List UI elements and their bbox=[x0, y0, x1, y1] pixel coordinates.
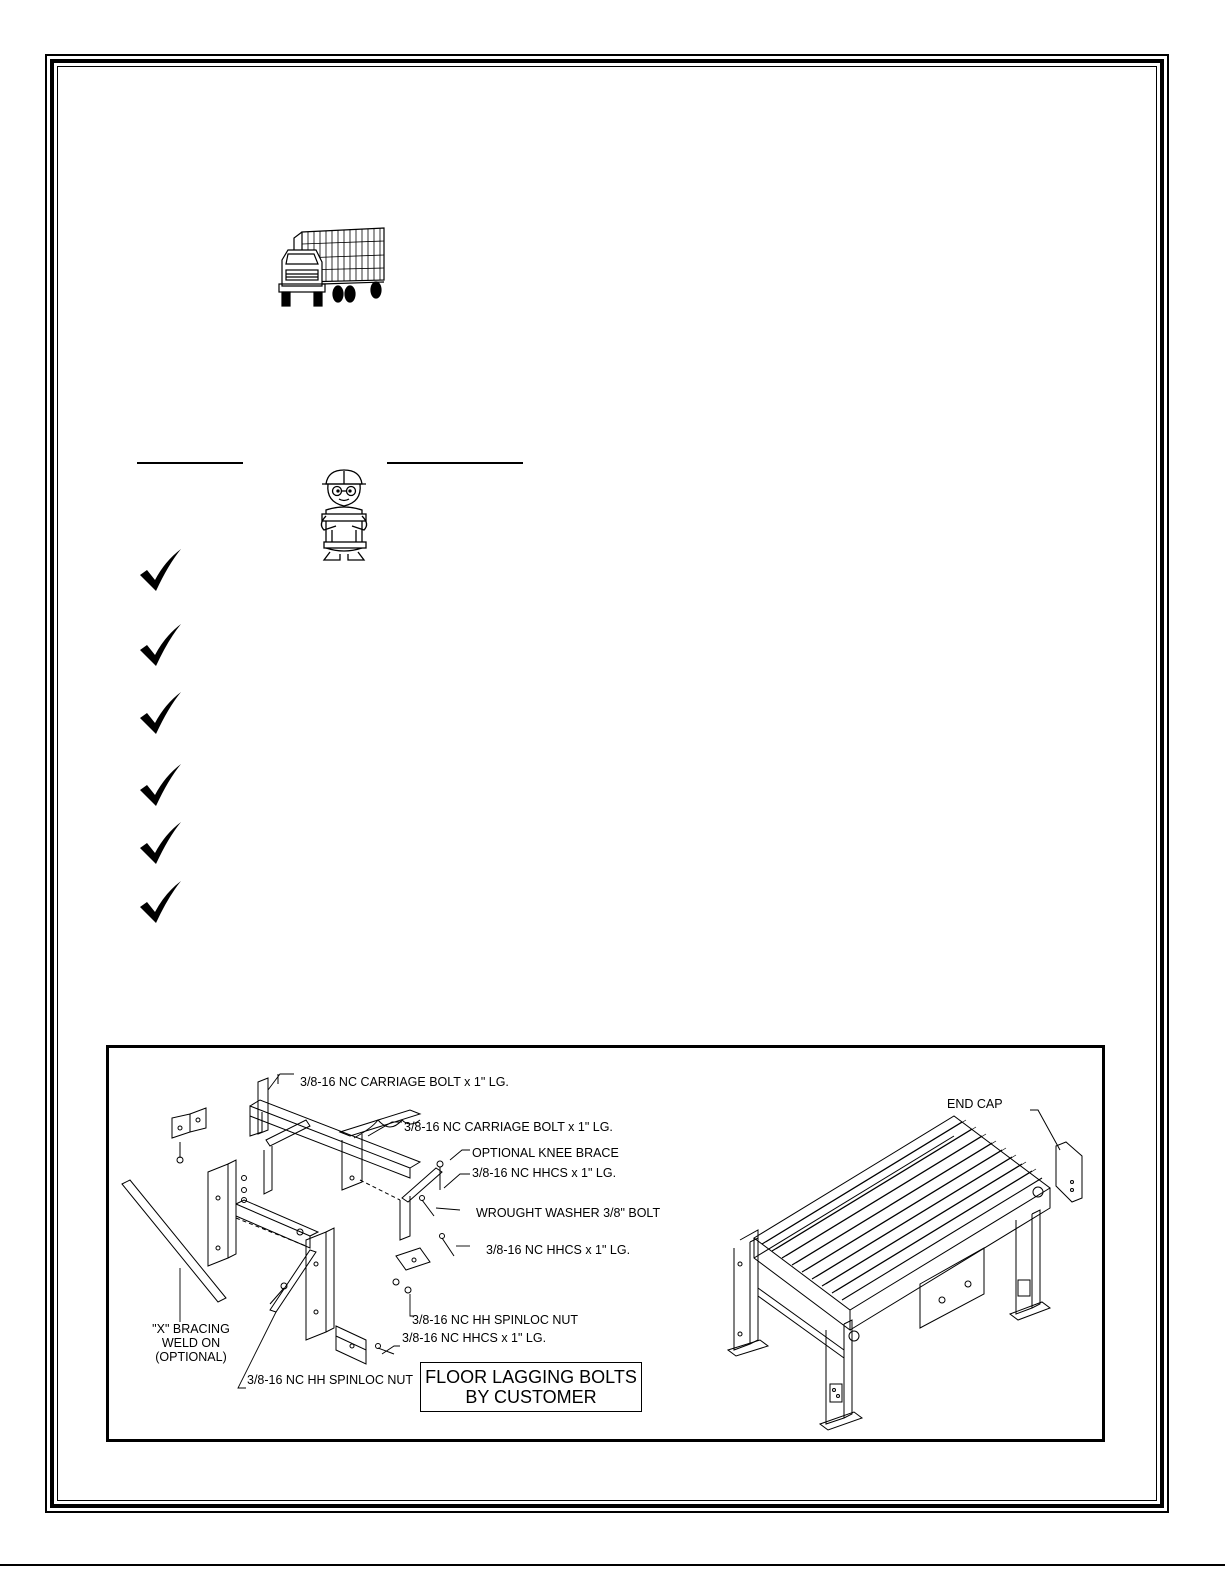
label-x-bracing-line1: "X" BRACING bbox=[152, 1322, 230, 1336]
exploded-support-drawing bbox=[121, 1073, 470, 1389]
label-carriage-bolt-second: 3/8-16 NC CARRIAGE BOLT x 1" LG. bbox=[404, 1120, 613, 1134]
label-spinloc-nut-2: 3/8-16 NC HH SPINLOC NUT bbox=[247, 1373, 414, 1387]
assembly-diagram bbox=[106, 1045, 1105, 1442]
checkmark-icon bbox=[140, 692, 181, 734]
floor-lagging-note: FLOOR LAGGING BOLTS BY CUSTOMER bbox=[420, 1362, 642, 1412]
conveyor-assembly-drawing bbox=[726, 1109, 1083, 1431]
label-hhcs-3: 3/8-16 NC HHCS x 1" LG. bbox=[402, 1331, 547, 1345]
checkmark-icon bbox=[140, 549, 181, 591]
page-frame-outer bbox=[45, 54, 1169, 1513]
label-x-bracing-line2: WELD ON bbox=[161, 1336, 221, 1350]
page-frame-inner bbox=[57, 66, 1157, 1501]
bottom-page-rule bbox=[0, 1564, 1225, 1566]
label-end-cap: END CAP bbox=[947, 1097, 1003, 1111]
checkmark-icon bbox=[140, 881, 181, 923]
checkmark-icon bbox=[140, 624, 181, 666]
label-knee-brace: OPTIONAL KNEE BRACE bbox=[472, 1146, 619, 1160]
label-carriage-bolt-top: 3/8-16 NC CARRIAGE BOLT x 1" LG. bbox=[300, 1075, 509, 1089]
worker-illustration bbox=[320, 469, 368, 561]
heading-underline-left bbox=[137, 462, 243, 464]
label-hhcs-2: 3/8-16 NC HHCS x 1" LG. bbox=[486, 1243, 631, 1257]
label-wrought-washer: WROUGHT WASHER 3/8" BOLT bbox=[476, 1206, 661, 1220]
checkmark-icon bbox=[140, 822, 181, 864]
floor-lagging-note-line1: FLOOR LAGGING BOLTS bbox=[425, 1367, 637, 1387]
label-spinloc-nut-1: 3/8-16 NC HH SPINLOC NUT bbox=[412, 1313, 579, 1327]
truck-illustration bbox=[278, 227, 385, 307]
label-x-bracing-line3: (OPTIONAL) bbox=[155, 1350, 227, 1364]
checkmark-icon bbox=[140, 764, 181, 806]
page-frame bbox=[50, 59, 1164, 1508]
label-hhcs-1: 3/8-16 NC HHCS x 1" LG. bbox=[472, 1166, 617, 1180]
heading-underline-right bbox=[387, 462, 523, 464]
floor-lagging-note-line2: BY CUSTOMER bbox=[465, 1387, 597, 1407]
label-x-bracing: "X" BRACING WELD ON (OPTIONAL) bbox=[148, 1322, 234, 1364]
